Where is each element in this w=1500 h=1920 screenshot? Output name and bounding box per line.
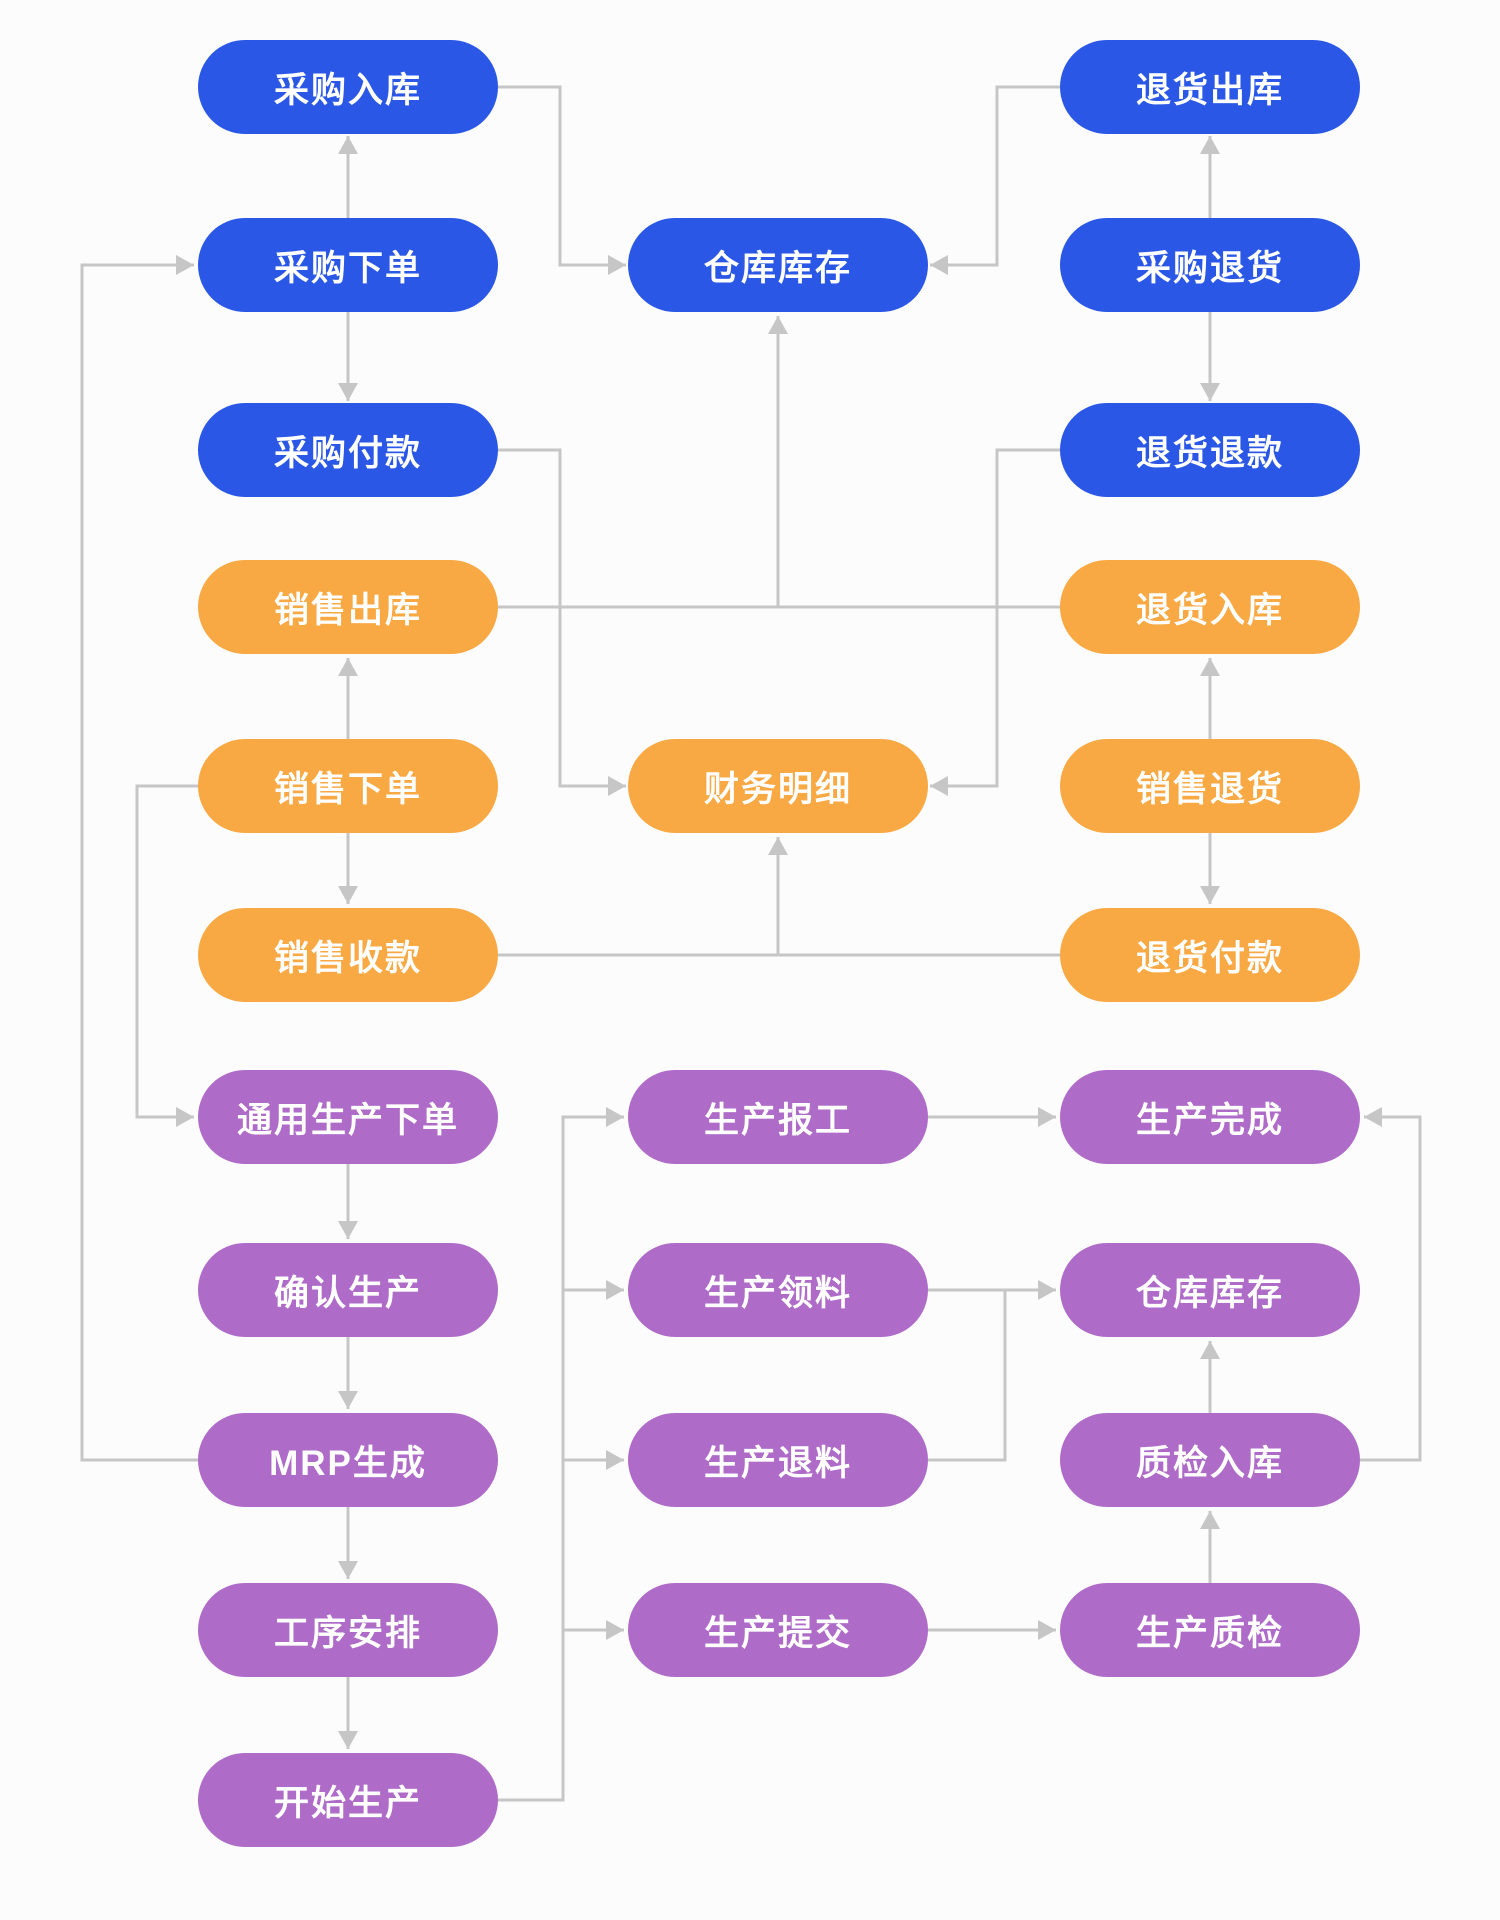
node-qc-inbound: 质检入库: [1060, 1413, 1360, 1507]
node-purchase-order: 采购下单: [198, 218, 498, 312]
arrowhead-purchase-payment-to-finance-detail: [608, 776, 626, 796]
arrowhead-sales-order-to-sales-outbound: [338, 658, 358, 676]
edge-purchase-inbound-to-warehouse-stock: [498, 85, 626, 267]
node-production-qc: 生产质检: [1060, 1583, 1360, 1677]
node-return-payment: 退货付款: [1060, 908, 1360, 1002]
arrowhead-production-qc-to-qc-inbound: [1200, 1511, 1220, 1529]
node-return-outbound: 退货出库: [1060, 40, 1360, 134]
node-return-refund: 退货退款: [1060, 403, 1360, 497]
node-production-material-return: 生产退料: [628, 1413, 928, 1507]
edge-qc-inbound-to-production-complete: [1360, 1115, 1422, 1462]
arrowhead-process-arrange-to-start-production: [338, 1731, 358, 1749]
arrowhead-purchase-order-to-purchase-payment: [338, 383, 358, 401]
arrowhead-trunk-to-warehouse-stock: [768, 316, 788, 334]
arrowhead-production-submit-to-production-qc: [1038, 1620, 1056, 1640]
arrowhead-return-outbound-to-warehouse-stock: [930, 255, 948, 275]
node-production-report: 生产报工: [628, 1070, 928, 1164]
node-sales-collection: 销售收款: [198, 908, 498, 1002]
arrowhead-start-production-trunk-to-production-submit: [606, 1620, 624, 1640]
arrowhead-production-picking-to-warehouse-stock-2: [1038, 1280, 1056, 1300]
node-start-production: 开始生产: [198, 1753, 498, 1847]
node-purchase-inbound: 采购入库: [198, 40, 498, 134]
node-purchase-payment: 采购付款: [198, 403, 498, 497]
node-warehouse-stock-2: 仓库库存: [1060, 1243, 1360, 1337]
node-warehouse-stock: 仓库库存: [628, 218, 928, 312]
node-sales-order: 销售下单: [198, 739, 498, 833]
edge-production-material-return-join: [928, 1290, 1007, 1462]
node-production-picking: 生产领料: [628, 1243, 928, 1337]
edge-purchase-payment-to-finance-detail: [498, 448, 626, 788]
arrowhead-start-production-trunk-to-production-picking: [606, 1280, 624, 1300]
node-process-arrange: 工序安排: [198, 1583, 498, 1677]
arrowhead-general-production-order-to-confirm-production: [338, 1221, 358, 1239]
arrowhead-mrp-generate-to-process-arrange: [338, 1561, 358, 1579]
node-mrp-generate: MRP生成: [198, 1413, 498, 1507]
arrowhead-qc-inbound-to-warehouse-stock-2: [1200, 1341, 1220, 1359]
node-sales-outbound: 销售出库: [198, 560, 498, 654]
arrowhead-mrp-generate-to-purchase-order: [176, 255, 194, 275]
node-confirm-production: 确认生产: [198, 1243, 498, 1337]
arrowhead-purchase-return-to-return-refund: [1200, 383, 1220, 401]
arrowhead-purchase-inbound-to-warehouse-stock: [608, 255, 626, 275]
node-sales-return: 销售退货: [1060, 739, 1360, 833]
arrowhead-trunk-to-finance-detail: [768, 837, 788, 855]
arrowhead-purchase-return-to-return-outbound: [1200, 136, 1220, 154]
arrowhead-start-production-trunk-to-production-material-return: [606, 1450, 624, 1470]
arrowhead-sales-return-to-return-payment: [1200, 886, 1220, 904]
arrowhead-start-production-to-production-report: [606, 1107, 624, 1127]
arrowhead-sales-return-to-return-inbound: [1200, 658, 1220, 676]
arrowhead-production-report-to-production-complete: [1038, 1107, 1056, 1127]
edge-sales-order-to-general-production-order: [135, 784, 198, 1119]
node-production-complete: 生产完成: [1060, 1070, 1360, 1164]
edge-return-refund-to-finance-detail: [930, 448, 1060, 788]
arrowhead-qc-inbound-to-production-complete: [1364, 1107, 1382, 1127]
node-general-production-order: 通用生产下单: [198, 1070, 498, 1164]
arrowhead-purchase-order-to-purchase-inbound: [338, 136, 358, 154]
edge-return-outbound-to-warehouse-stock: [930, 85, 1060, 267]
node-return-inbound: 退货入库: [1060, 560, 1360, 654]
node-production-submit: 生产提交: [628, 1583, 928, 1677]
arrowhead-confirm-production-to-mrp-generate: [338, 1391, 358, 1409]
node-purchase-return: 采购退货: [1060, 218, 1360, 312]
arrowhead-sales-order-to-general-production-order: [176, 1107, 194, 1127]
arrowhead-return-refund-to-finance-detail: [930, 776, 948, 796]
arrowhead-sales-order-to-sales-collection: [338, 886, 358, 904]
node-finance-detail: 财务明细: [628, 739, 928, 833]
edge-mrp-generate-to-purchase-order: [80, 263, 198, 1462]
